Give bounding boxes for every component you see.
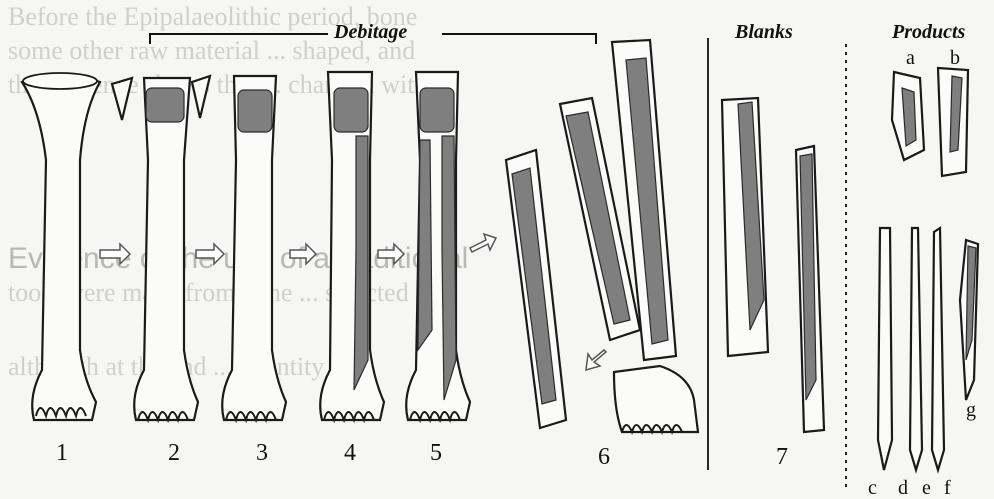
product-label: b <box>950 47 960 69</box>
blank-stage-7 <box>722 98 824 432</box>
bone-stage-5 <box>406 72 470 420</box>
product-label: f <box>944 477 951 499</box>
debitage-header: Debitage <box>333 21 407 43</box>
product-label: d <box>898 477 908 499</box>
stage-label: 6 <box>598 444 610 470</box>
products-header: Products <box>891 21 966 43</box>
bone-stage-3 <box>222 76 286 420</box>
bone-stage-2 <box>134 76 210 420</box>
stage-label: 1 <box>56 440 68 466</box>
bone-stage-1 <box>22 73 132 420</box>
stage-label: 5 <box>430 440 442 466</box>
stage-label: 7 <box>776 444 788 470</box>
stage-label: 2 <box>168 440 180 466</box>
product-label: a <box>906 47 915 69</box>
product-label: g <box>966 399 976 421</box>
product-label: e <box>922 477 931 499</box>
bone-stage-6 <box>506 40 698 432</box>
product-label: c <box>868 477 877 499</box>
products-group <box>878 68 978 470</box>
stage-label: 4 <box>344 440 356 466</box>
bone-stage-4 <box>320 72 384 420</box>
stage-label: 3 <box>256 440 268 466</box>
blanks-header: Blanks <box>734 21 793 43</box>
